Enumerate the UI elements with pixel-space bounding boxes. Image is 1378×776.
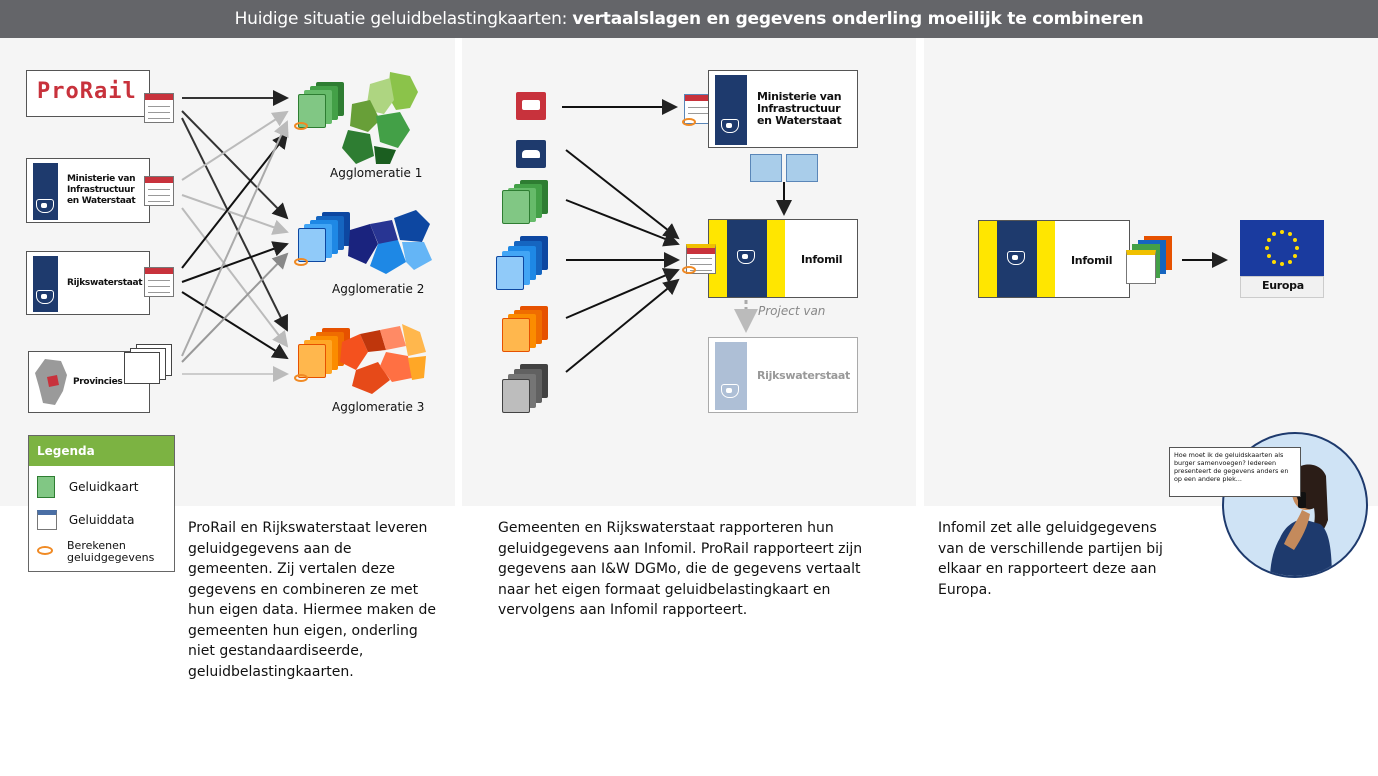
prorail-box: ProRail <box>26 70 150 117</box>
calc-icon <box>294 374 308 382</box>
infomil-box-p3: Infomil <box>978 220 1130 298</box>
legend-item-geluidkaart: Geluidkaart <box>37 476 138 498</box>
grey-maps-stack-icon <box>498 364 550 420</box>
rijksoverheid-logo <box>727 220 767 297</box>
panel1-description: ProRail en Rijkswaterstaat leveren gelui… <box>188 520 436 680</box>
data-icon <box>37 510 57 530</box>
rijkswaterstaat-data-icon <box>144 267 174 297</box>
calc-icon <box>37 546 53 555</box>
header-title-bold: vertaalslagen en gegevens onderling moei… <box>572 9 1144 29</box>
ministerie-label-p2: Ministerie van Infrastructuur en Waterst… <box>757 90 842 127</box>
provincies-label: Provincies <box>73 377 123 387</box>
europa-box: Europa <box>1240 220 1324 298</box>
panel2-description: Gemeenten en Rijkswaterstaat rapporteren… <box>498 520 863 618</box>
train-data-icon <box>516 92 546 120</box>
combined-data-stack-icon <box>1126 236 1176 284</box>
agglomeratie-2-label: Agglomeratie 2 <box>332 282 425 296</box>
rijkswaterstaat-box-p2: Rijkswaterstaat <box>708 337 858 413</box>
ministerie-box: Ministerie van Infrastructuur en Waterst… <box>26 158 150 223</box>
calc-icon <box>682 118 696 126</box>
car-data-icon <box>516 140 546 168</box>
agglomeratie-1-map <box>342 72 418 164</box>
green-maps-stack-icon <box>502 180 550 224</box>
translated-maps-icon <box>750 154 820 182</box>
ministerie-box-p2: Ministerie van Infrastructuur en Waterst… <box>708 70 858 148</box>
rijksoverheid-logo <box>997 221 1037 297</box>
project-van-label: Project van <box>758 304 826 318</box>
blue-maps-stack-icon <box>496 236 550 296</box>
legend-label: Geluidkaart <box>68 480 139 494</box>
infomil-label-p3: Infomil <box>1071 254 1113 267</box>
rijksoverheid-logo-faded <box>715 342 747 410</box>
prorail-data-icon <box>144 93 174 123</box>
agglomeratie-3-label: Agglomeratie 3 <box>332 400 425 414</box>
agglomeratie-2-map <box>348 210 432 274</box>
europa-label: Europa <box>1262 279 1304 292</box>
provincies-data-stack-icon <box>124 344 176 384</box>
ministerie-label: Ministerie van Infrastructuur en Waterst… <box>67 174 136 206</box>
ministerie-data-icon <box>144 176 174 206</box>
rijkswaterstaat-label: Rijkswaterstaat <box>67 278 143 288</box>
rijksoverheid-logo <box>33 163 58 220</box>
woman-on-phone-illustration <box>1270 464 1332 576</box>
eu-stars <box>1265 230 1299 266</box>
agglomeratie-2-maps-icon <box>294 212 352 266</box>
calc-icon <box>682 266 696 274</box>
infomil-label-p2: Infomil <box>801 253 843 266</box>
agglomeratie-1-label: Agglomeratie 1 <box>330 166 423 180</box>
eu-flag-icon <box>1240 220 1324 276</box>
rijkswaterstaat-label-p2: Rijkswaterstaat <box>757 369 851 382</box>
rijksoverheid-logo <box>33 256 58 312</box>
legend: Legenda Geluidkaart Geluiddata Berekenen… <box>28 435 175 572</box>
map-icon <box>37 476 55 498</box>
calc-icon <box>294 122 308 130</box>
legend-title: Legenda <box>29 436 174 466</box>
infomil-data-icon <box>686 244 716 274</box>
page-header: Huidige situatie geluidbelastingkaarten:… <box>0 0 1378 38</box>
rijksoverheid-logo <box>715 75 747 145</box>
rijkswaterstaat-box: Rijkswaterstaat <box>26 251 150 315</box>
prorail-logo: ProRail <box>37 79 137 104</box>
agglomeratie-1-maps-icon <box>294 82 348 132</box>
panel3-description: Infomil zet alle geluidgegevens van de v… <box>938 520 1163 598</box>
legend-item-geluiddata: Geluiddata <box>37 510 134 530</box>
calc-icon <box>294 258 308 266</box>
agglomeratie-3-map <box>340 324 426 394</box>
legend-label: Geluiddata <box>68 513 135 527</box>
infomil-box-p2: Infomil <box>708 219 858 298</box>
netherlands-map-icon <box>35 359 67 405</box>
legend-label: Berekenen geluidgegevens <box>67 539 155 564</box>
header-title-normal: Huidige situatie geluidbelastingkaarten: <box>234 9 573 29</box>
citizen-speech-bubble: Hoe moet ik de geluidskaarten als burger… <box>1169 447 1301 497</box>
orange-maps-stack-icon <box>500 306 550 354</box>
